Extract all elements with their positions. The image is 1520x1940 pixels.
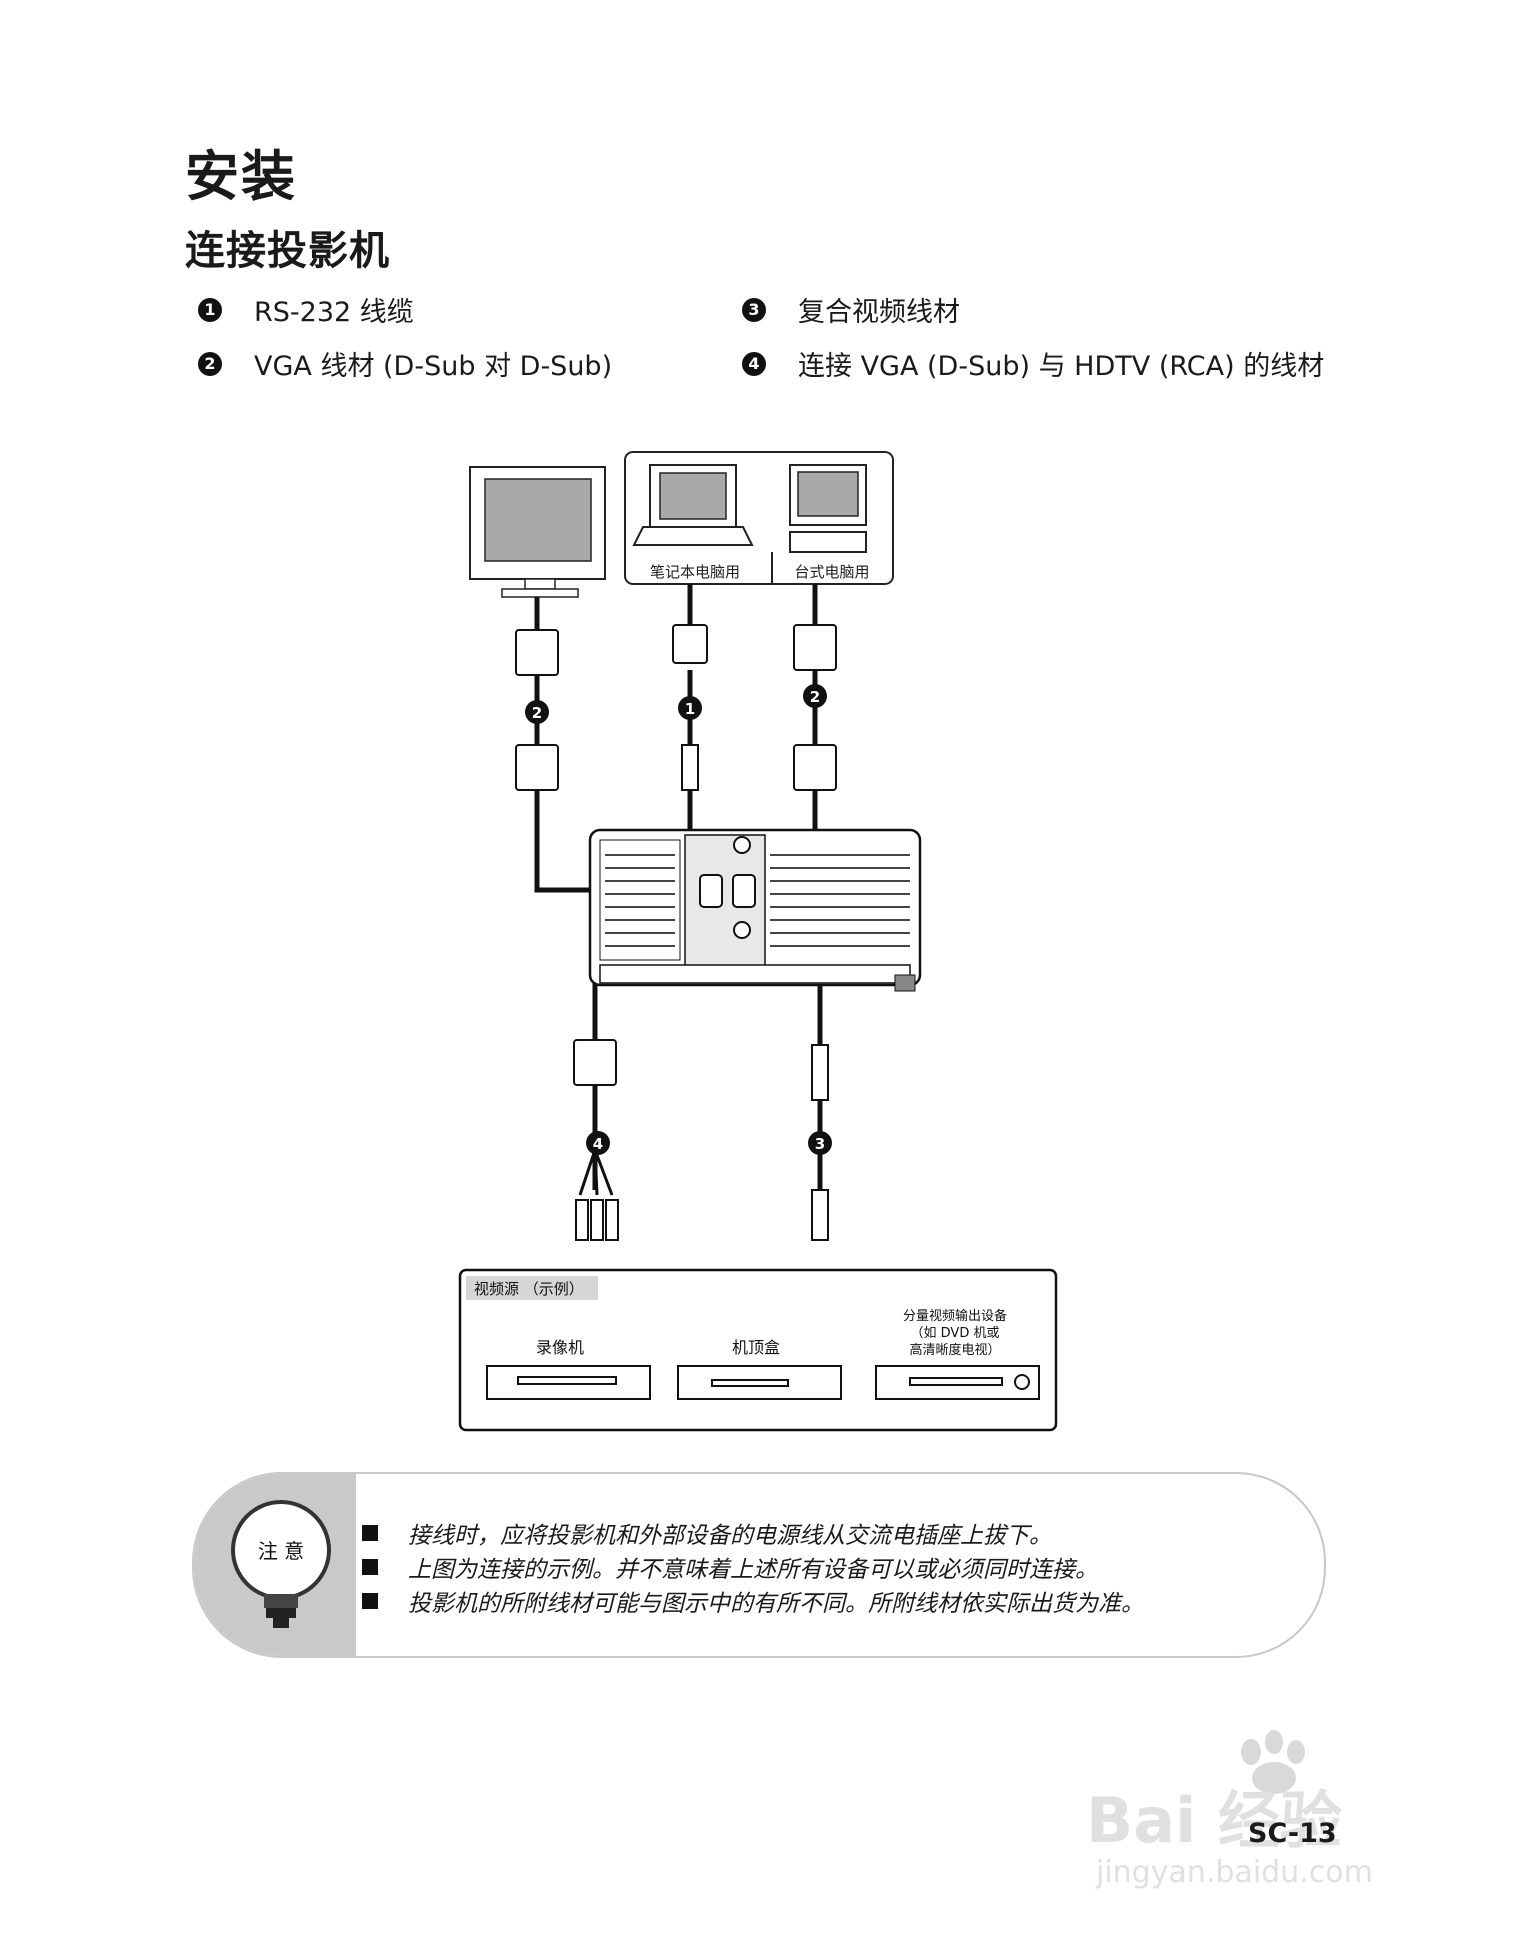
legend-label: VGA 线材 (D-Sub 对 D-Sub) xyxy=(254,344,612,383)
legend-item-2: 2 VGA 线材 (D-Sub 对 D-Sub) xyxy=(198,344,612,383)
connection-diagram: 笔记本电脑用 台式电脑用 2 xyxy=(440,445,1080,1435)
page-heading: 安装 xyxy=(185,132,297,211)
page-number: SC-13 xyxy=(1248,1818,1337,1849)
desktop-label: 台式电脑用 xyxy=(794,563,869,581)
note-text: 投影机的所附线材可能与图示中的有所不同。所附线材依实际出货为准。 xyxy=(408,1584,1144,1618)
note-title: 注 意 xyxy=(258,1539,304,1563)
bullet-square-icon xyxy=(362,1525,378,1541)
note-text: 上图为连接的示例。并不意味着上述所有设备可以或必须同时连接。 xyxy=(408,1550,1098,1584)
callout-label: 4 xyxy=(593,1135,603,1153)
bullet-square-icon xyxy=(362,1593,378,1609)
legend-item-3: 3 复合视频线材 xyxy=(742,290,960,329)
callout-label: 1 xyxy=(685,700,695,718)
video-source-title: 视频源 （示例） xyxy=(474,1280,584,1298)
callout-badge: 1 xyxy=(198,298,222,322)
note-list: 接线时，应将投影机和外部设备的电源线从交流电插座上拔下。 上图为连接的示例。并不… xyxy=(362,1516,1144,1618)
callout-label: 2 xyxy=(532,704,542,722)
note-text: 接线时，应将投影机和外部设备的电源线从交流电插座上拔下。 xyxy=(408,1516,1052,1550)
callout-badge: 3 xyxy=(742,298,766,322)
note-item: 上图为连接的示例。并不意味着上述所有设备可以或必须同时连接。 xyxy=(362,1550,1144,1584)
legend-item-1: 1 RS-232 线缆 xyxy=(198,290,414,329)
component-label-1: 分量视频输出设备 xyxy=(903,1308,1007,1324)
callout-label: 2 xyxy=(810,688,820,706)
legend-label: 连接 VGA (D-Sub) 与 HDTV (RCA) 的线材 xyxy=(798,344,1324,383)
vcr-label: 录像机 xyxy=(536,1338,584,1357)
projector-icon xyxy=(590,830,920,991)
callout-badge: 4 xyxy=(742,352,766,376)
baidu-watermark: Bai 经验 jingyan.baidu.com xyxy=(1086,1730,1466,1890)
component-label-2: （如 DVD 机或 xyxy=(911,1325,1000,1341)
legend-label: 复合视频线材 xyxy=(798,290,960,329)
desktop-icon xyxy=(790,465,866,552)
bullet-square-icon xyxy=(362,1559,378,1575)
callout-label: 3 xyxy=(815,1135,825,1153)
section-title: 连接投影机 xyxy=(185,218,390,276)
laptop-icon xyxy=(634,465,752,545)
note-item: 投影机的所附线材可能与图示中的有所不同。所附线材依实际出货为准。 xyxy=(362,1584,1144,1618)
monitor-icon xyxy=(470,467,605,597)
settop-label: 机顶盒 xyxy=(732,1338,780,1357)
watermark-url: jingyan.baidu.com xyxy=(1095,1855,1373,1890)
lightbulb-icon: 注 意 xyxy=(194,1474,356,1656)
legend-item-4: 4 连接 VGA (D-Sub) 与 HDTV (RCA) 的线材 xyxy=(742,344,1324,383)
note-box: 注 意 接线时，应将投影机和外部设备的电源线从交流电插座上拔下。 上图为连接的示… xyxy=(192,1472,1326,1658)
laptop-label: 笔记本电脑用 xyxy=(650,563,740,581)
legend-label: RS-232 线缆 xyxy=(254,290,414,329)
note-item: 接线时，应将投影机和外部设备的电源线从交流电插座上拔下。 xyxy=(362,1516,1144,1550)
callout-badge: 2 xyxy=(198,352,222,376)
note-side-panel: 注 意 xyxy=(194,1474,356,1656)
rca-plugs xyxy=(576,745,828,1240)
component-label-3: 高清晰度电视） xyxy=(909,1342,1000,1358)
